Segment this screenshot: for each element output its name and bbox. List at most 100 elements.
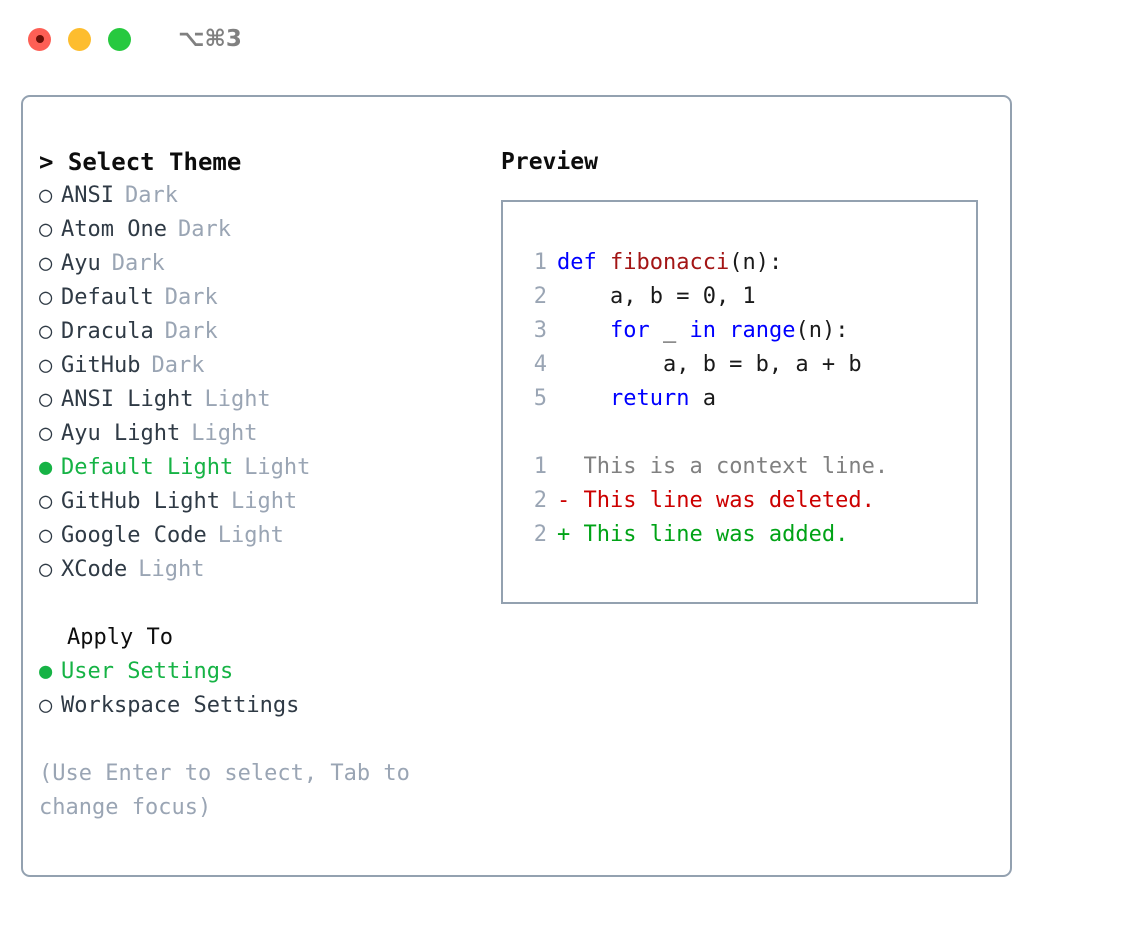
diff-marker — [557, 450, 570, 484]
diff-line-number: 2 — [533, 522, 547, 547]
theme-list-item[interactable]: ○ Google Code Light — [39, 519, 493, 553]
theme-mode-tag: Light — [217, 523, 284, 548]
keyboard-shortcut-label: ⌥⌘3 — [178, 26, 242, 52]
theme-list-item[interactable]: ● Default Light Light — [39, 451, 493, 485]
diff-marker: - — [557, 488, 571, 513]
radio-unselected-icon: ○ — [39, 693, 53, 718]
theme-name-label: Google Code — [61, 523, 207, 548]
code-token-kw: def — [557, 250, 610, 275]
preview-title: Preview — [501, 149, 598, 175]
minimize-button[interactable] — [68, 27, 91, 51]
theme-mode-tag: Dark — [111, 251, 165, 276]
diff-line-text: This line was deleted. — [570, 488, 875, 513]
code-line: 4 a, b = b, a + b — [503, 348, 976, 382]
code-token-plain — [557, 386, 610, 411]
radio-unselected-icon: ○ — [39, 557, 53, 582]
theme-list-item[interactable]: ○ Default Dark — [39, 281, 493, 315]
code-diff-spacer — [503, 416, 976, 450]
radio-selected-icon: ● — [39, 455, 53, 480]
code-line-number: 2 — [533, 284, 547, 309]
theme-name-label: XCode — [61, 557, 128, 582]
close-button[interactable] — [28, 27, 51, 51]
section-spacer — [39, 587, 493, 621]
theme-mode-tag: Dark — [151, 353, 205, 378]
code-token-kw: return — [609, 386, 690, 411]
code-token-kw: for — [609, 318, 650, 343]
theme-name-label: ANSI — [61, 183, 114, 208]
radio-unselected-icon: ○ — [39, 421, 53, 446]
theme-mode-tag: Dark — [164, 319, 218, 344]
diff-line-text: This is a context line. — [570, 454, 889, 479]
code-line-text: return a — [557, 382, 716, 416]
radio-unselected-icon: ○ — [39, 387, 53, 412]
code-token-kw: range — [729, 318, 796, 343]
select-theme-header: > Select Theme — [39, 148, 242, 176]
theme-mode-tag: Light — [244, 455, 311, 480]
code-token-fn: fibonacci — [609, 250, 730, 275]
theme-list-item[interactable]: ○ Ayu Dark — [39, 247, 493, 281]
code-token-plain: a, b = 0, 1 — [557, 284, 756, 309]
apply-to-header: Apply To — [67, 625, 173, 650]
keyboard-hint-text: (Use Enter to select, Tab to change focu… — [39, 761, 410, 820]
code-line: 2 a, b = 0, 1 — [503, 280, 976, 314]
theme-name-label: Default Light — [61, 455, 234, 480]
radio-unselected-icon: ○ — [39, 319, 53, 344]
theme-list-item[interactable]: ○ XCode Light — [39, 553, 493, 587]
theme-mode-tag: Light — [204, 387, 271, 412]
apply-to-label: User Settings — [61, 659, 234, 684]
theme-mode-tag: Dark — [124, 183, 178, 208]
theme-list-item[interactable]: ○ ANSI Dark — [39, 179, 493, 213]
maximize-button[interactable] — [108, 27, 131, 51]
diff-line: 2+ This line was added. — [503, 518, 976, 552]
theme-list-item[interactable]: ○ Dracula Dark — [39, 315, 493, 349]
theme-name-label: Dracula — [61, 319, 154, 344]
theme-name-label: Atom One — [61, 217, 167, 242]
theme-name-label: Ayu — [61, 251, 101, 276]
radio-unselected-icon: ○ — [39, 251, 53, 276]
code-token-plain: a — [689, 386, 716, 411]
code-token-plain: (n): — [795, 318, 849, 343]
theme-name-label: ANSI Light — [61, 387, 194, 412]
radio-unselected-icon: ○ — [39, 489, 53, 514]
radio-unselected-icon: ○ — [39, 523, 53, 548]
code-line-text: def fibonacci(n): — [557, 246, 782, 280]
radio-unselected-icon: ○ — [39, 217, 53, 242]
theme-name-label: Default — [61, 285, 154, 310]
theme-mode-tag: Light — [138, 557, 205, 582]
diff-sample: 1 This is a context line. 2- This line wa… — [503, 450, 976, 552]
diff-line-text: This line was added. — [570, 522, 849, 547]
code-line-number: 4 — [533, 352, 547, 377]
diff-line-number: 1 — [533, 454, 547, 479]
radio-unselected-icon: ○ — [39, 285, 53, 310]
theme-name-label: Ayu Light — [61, 421, 181, 446]
code-line-number: 1 — [533, 250, 547, 275]
code-token-kw: in — [689, 318, 716, 343]
apply-to-label: Workspace Settings — [61, 693, 300, 718]
code-token-plain: _ — [649, 318, 690, 343]
theme-name-label: GitHub Light — [61, 489, 220, 514]
code-token-plain: a, b = b, a + b — [557, 352, 862, 377]
code-line-text: for _ in range(n): — [557, 314, 848, 348]
code-line: 5 return a — [503, 382, 976, 416]
code-line-number: 5 — [533, 386, 547, 411]
window-controls — [28, 27, 131, 51]
diff-line: 2- This line was deleted. — [503, 484, 976, 518]
theme-name-label: GitHub — [61, 353, 141, 378]
apply-to-item[interactable]: ●User Settings — [39, 655, 493, 689]
apply-to-list: ●User Settings ○ Workspace Settings — [39, 655, 493, 723]
theme-mode-tag: Dark — [164, 285, 218, 310]
theme-list-item[interactable]: ○ ANSI Light Light — [39, 383, 493, 417]
apply-to-item[interactable]: ○ Workspace Settings — [39, 689, 493, 723]
code-token-plain — [716, 318, 729, 343]
radio-unselected-icon: ○ — [39, 183, 53, 208]
